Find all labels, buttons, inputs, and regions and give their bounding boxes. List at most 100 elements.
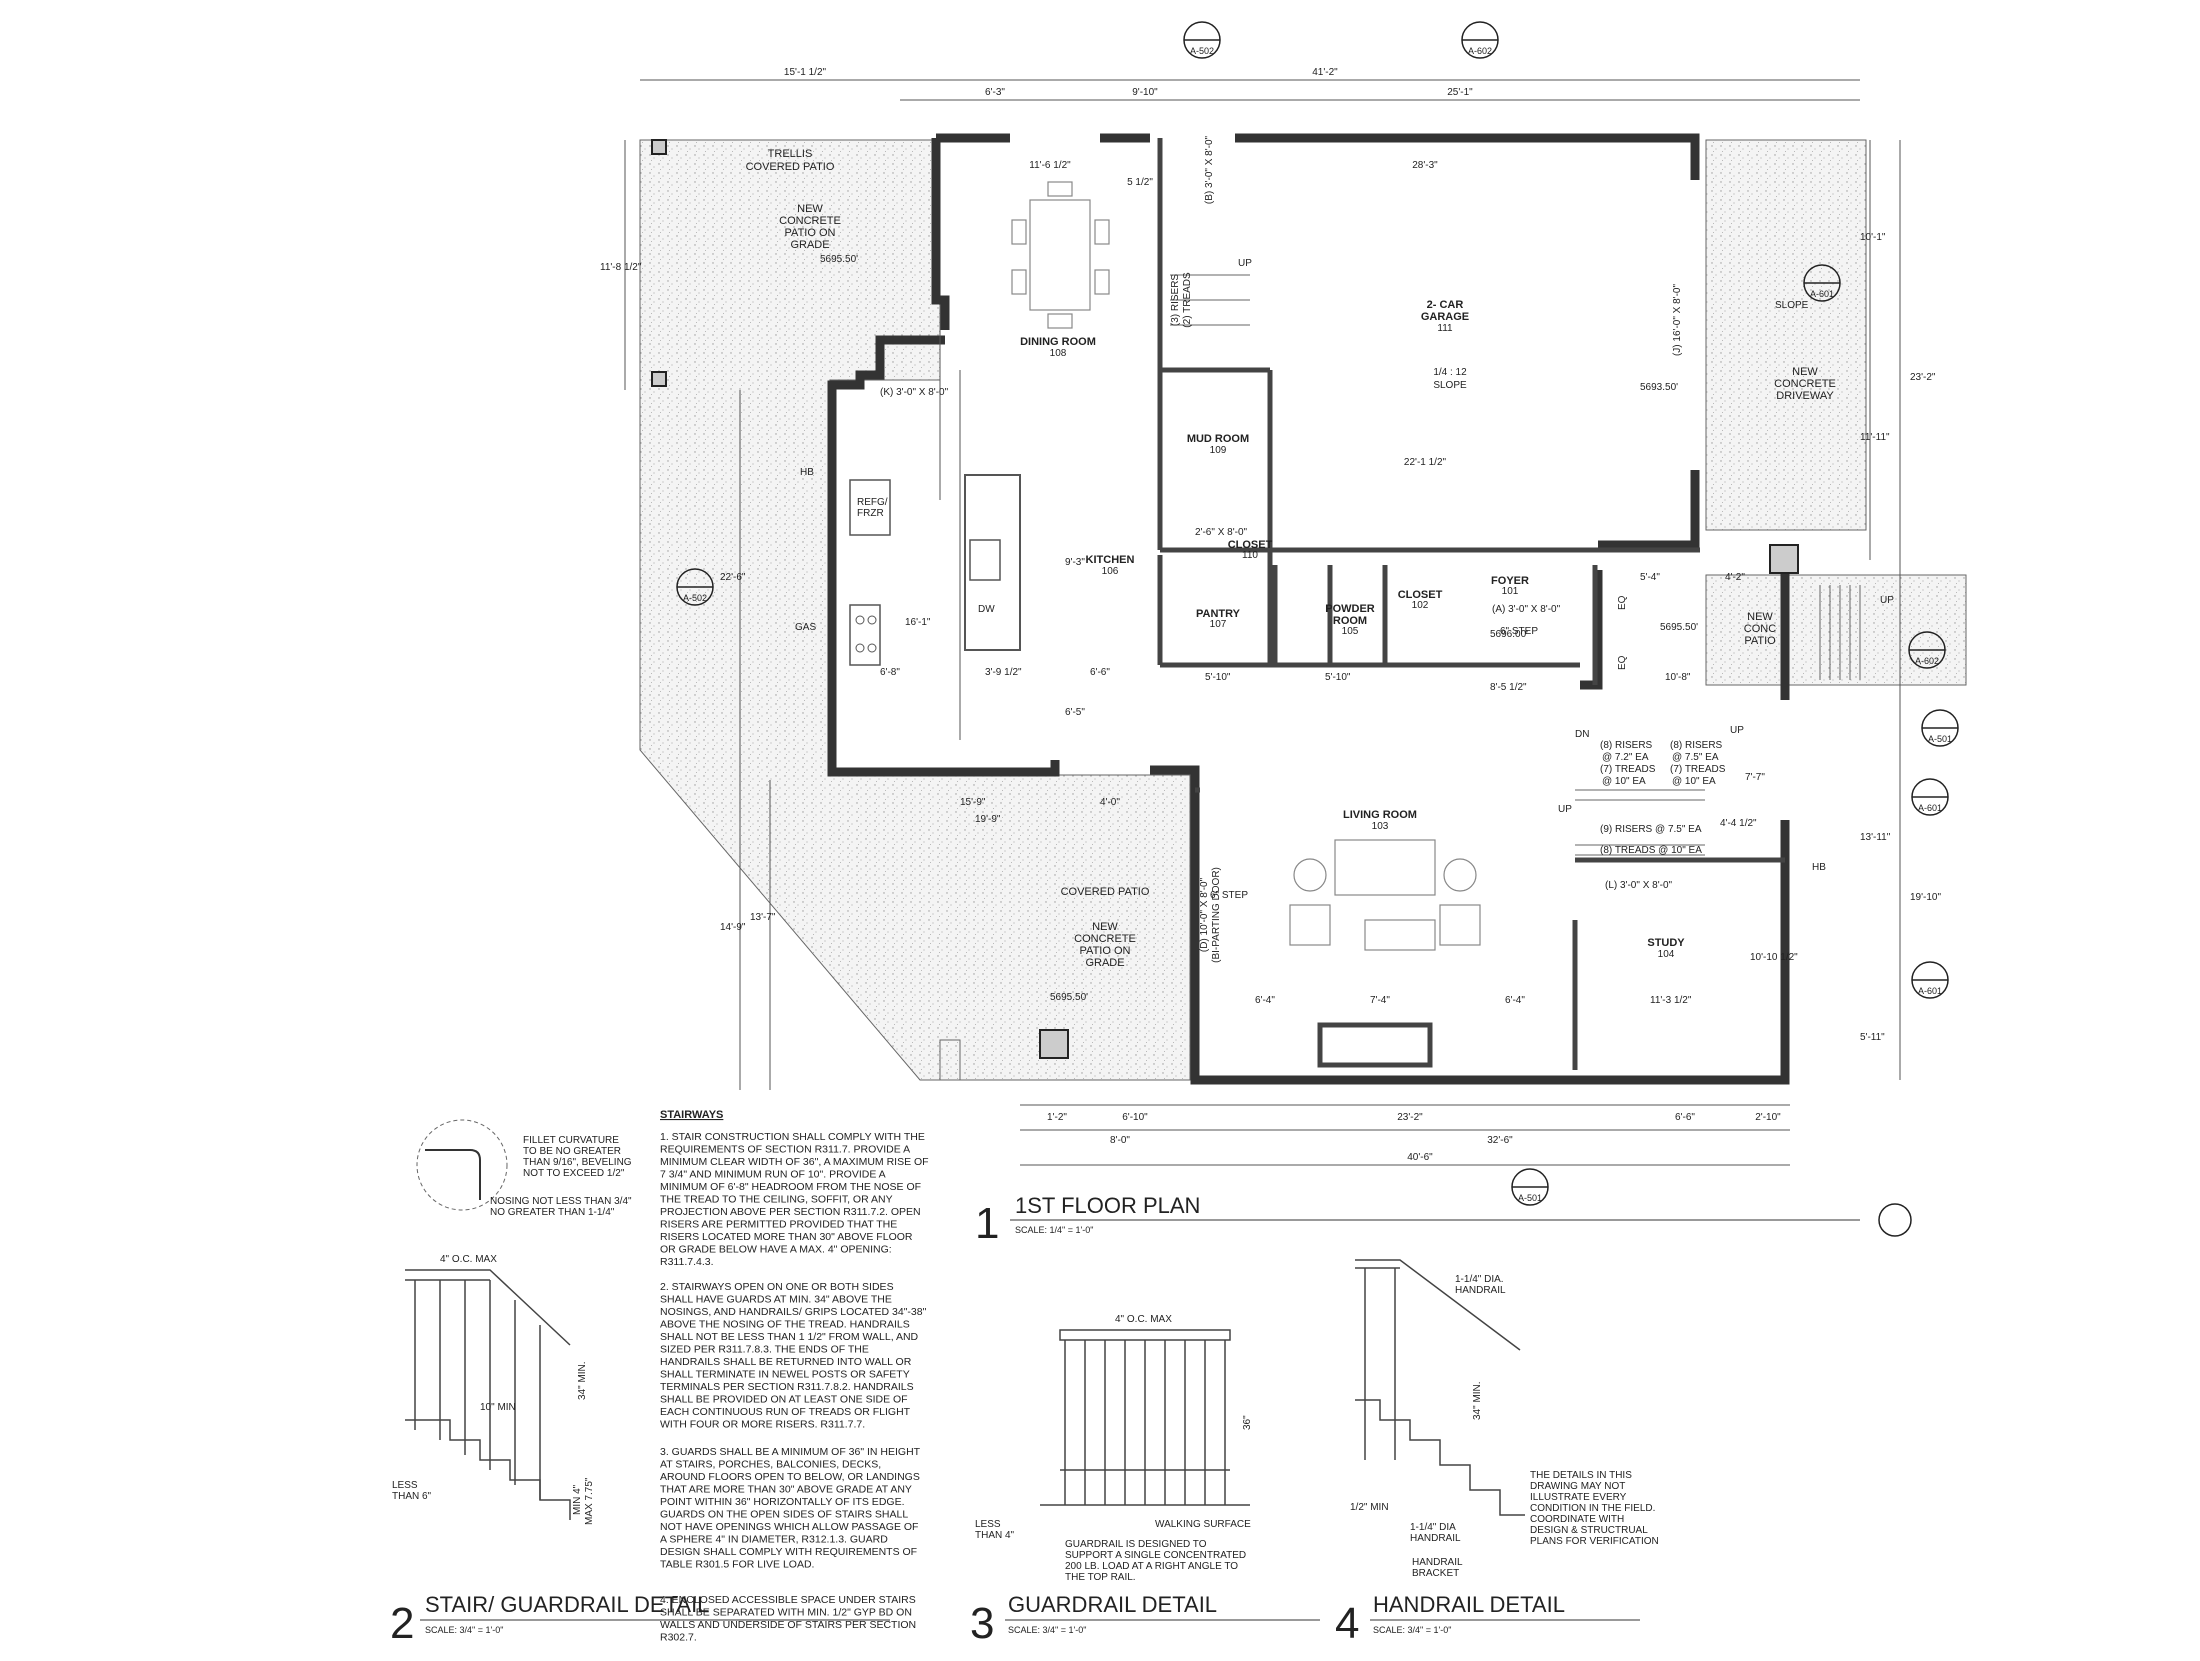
note-line: PROJECTION ABOVE PER SECTION R311.7.2. O… [660, 1206, 921, 1218]
hb-label-1: HB [800, 467, 814, 478]
stair-r3: (9) RISERS @ 7.5" EA [1600, 824, 1702, 835]
trellis-1: TRELLIS [768, 148, 813, 160]
svg-text:NOSING NOT LESS THAN 3/4": NOSING NOT LESS THAN 3/4" [490, 1196, 632, 1207]
svg-text:HANDRAIL DETAIL: HANDRAIL DETAIL [1373, 1592, 1565, 1617]
room-foyer: FOYER [1491, 575, 1529, 587]
room-garage-no: 111 [1437, 323, 1453, 334]
note-line: 1. STAIR CONSTRUCTION SHALL COMPLY WITH … [660, 1131, 925, 1143]
dim-top-mid: 41'-2" [1312, 67, 1338, 78]
svg-text:THE DETAILS IN THIS: THE DETAILS IN THIS [1530, 1470, 1632, 1481]
dim-top-a: 6'-3" [985, 87, 1005, 98]
patio-new-1: NEW [797, 203, 823, 215]
note-line: SHALL BE PROVIDED ON AT LEAST ONE SIDE O… [660, 1394, 908, 1406]
svg-text:HANDRAIL: HANDRAIL [1455, 1285, 1506, 1296]
conc-1: NEW [1747, 611, 1773, 623]
garage-slope: 1/4 : 12 [1433, 367, 1467, 378]
trellis-2: COVERED PATIO [746, 161, 835, 173]
svg-text:DRAWING MAY NOT: DRAWING MAY NOT [1530, 1481, 1625, 1492]
dimension-lines [624, 79, 1901, 1166]
dining-table [1011, 181, 1110, 329]
note-line: TERMINALS PER SECTION R311.7.8.2. HANDRA… [660, 1381, 914, 1393]
svg-text:LESS: LESS [975, 1519, 1001, 1530]
room-mud-no: 109 [1210, 445, 1227, 456]
svg-text:4" O.C. MAX: 4" O.C. MAX [1115, 1314, 1172, 1325]
svg-text:HANDRAIL: HANDRAIL [1412, 1557, 1463, 1568]
ref-left-1: A-502 [683, 593, 707, 603]
room-living-no: 103 [1372, 821, 1389, 832]
ref-right-3: A-501 [1928, 734, 1952, 744]
svg-text:GUARDRAIL DETAIL: GUARDRAIL DETAIL [1008, 1592, 1217, 1617]
door-mud: 2'-6" X 8'-0" [1195, 527, 1248, 538]
svg-text:10" MIN: 10" MIN [480, 1402, 516, 1413]
dim-right-a: 10'-1" [1860, 232, 1886, 243]
note-line: EACH CONTINUOUS RUN OF TREADS OR FLIGHT [660, 1406, 911, 1418]
ref-right-5: A-601 [1918, 986, 1942, 996]
stairways-p3: 3. GUARDS SHALL BE A MINIMUM OF 36" IN H… [660, 1446, 921, 1571]
dim-k2: 6'-8" [880, 667, 900, 678]
eq-label-2: EQ [1617, 655, 1628, 670]
dim-f6: 5'-10" [1325, 672, 1351, 683]
dim-f1: 5'-4" [1640, 572, 1660, 583]
svg-text:1-1/4" DIA: 1-1/4" DIA [1410, 1522, 1456, 1533]
room-pantry: PANTRY [1196, 608, 1241, 620]
dim-bot-a: 1'-2" [1047, 1112, 1067, 1123]
note-line: 7 3/4" AND MINIMUM RUN OF 10". PROVIDE A [660, 1169, 886, 1181]
dim-st2: 10'-10 1/2" [1750, 952, 1798, 963]
refg-2: FRZR [857, 508, 884, 519]
svg-text:THAN 6": THAN 6" [392, 1491, 432, 1502]
eq-label-1: EQ [1617, 595, 1628, 610]
elev-covered: 5695.50' [1050, 992, 1088, 1003]
dim-f3: 10'-8" [1665, 672, 1691, 683]
dim-st1: 11'-3 1/2" [1650, 995, 1692, 1006]
detail-3: 4" O.C. MAX 36" WALKING SURFACE LESS THA… [970, 1314, 1320, 1648]
dim-k5: 9'-3" [1065, 557, 1085, 568]
svg-text:34" MIN.: 34" MIN. [577, 1361, 588, 1400]
elev-conc: 5695.50' [1660, 622, 1698, 633]
svg-text:3: 3 [970, 1599, 994, 1648]
svg-text:TO BE NO GREATER: TO BE NO GREATER [523, 1146, 621, 1157]
stair-r1b: @ 7.2" EA [1602, 752, 1649, 763]
refrigerator [849, 479, 891, 536]
stair-t1b: @ 10" EA [1602, 776, 1646, 787]
svg-text:NO GREATER THAN 1-1/4": NO GREATER THAN 1-1/4" [490, 1207, 615, 1218]
dim-right-c: 11'-11" [1860, 432, 1890, 443]
dim-bot-total: 40'-6" [1407, 1152, 1433, 1163]
note-line: WALLS AND UNDERSIDE OF STAIRS PER SECTIO… [660, 1619, 916, 1631]
note-line: HANDRAILS SHALL BE RETURNED INTO WALL OR [660, 1356, 912, 1368]
stairways-p4: 4. ENCLOSED ACCESSIBLE SPACE UNDER STAIR… [660, 1594, 916, 1644]
interior-walls [1157, 138, 1785, 1070]
elev-foyer: 5696.00' [1490, 629, 1528, 640]
section-markers [676, 21, 1959, 1237]
plan-title-text: 1ST FLOOR PLAN [1015, 1193, 1200, 1218]
room-powder-2: ROOM [1333, 615, 1367, 627]
note-line: GUARDS ON THE OPEN SIDES OF STAIRS SHALL [660, 1509, 908, 1521]
room-mud: MUD ROOM [1187, 433, 1249, 445]
svg-text:GUARDRAIL IS DESIGNED TO: GUARDRAIL IS DESIGNED TO [1065, 1539, 1207, 1550]
ref-right-1: A-601 [1810, 289, 1834, 299]
svg-text:THAN 4": THAN 4" [975, 1530, 1015, 1541]
covered-patio: COVERED PATIO [1061, 886, 1150, 898]
stair-r2b: @ 7.5" EA [1672, 752, 1719, 763]
svg-text:ILLUSTRATE EVERY: ILLUSTRATE EVERY [1530, 1492, 1627, 1503]
elev-garage: 5693.50' [1640, 382, 1678, 393]
svg-text:THE TOP RAIL.: THE TOP RAIL. [1065, 1572, 1136, 1583]
dim-top-b: 9'-10" [1132, 87, 1158, 98]
room-pantry-no: 107 [1210, 619, 1227, 630]
room-closet102-no: 102 [1412, 600, 1429, 611]
note-line: THE TREAD TO THE CEILING, SOFFIT, OR ANY [660, 1194, 893, 1206]
svg-text:STAIRWAYS: STAIRWAYS [660, 1109, 723, 1121]
stair-r1: (8) RISERS [1600, 740, 1653, 751]
svg-text:SCALE: 3/4" = 1'-0": SCALE: 3/4" = 1'-0" [1373, 1625, 1451, 1635]
room-powder-1: POWDER [1325, 603, 1375, 615]
dim-dining-w: 11'-6 1/2" [1029, 160, 1071, 171]
svg-text:SCALE: 3/4" = 1'-0": SCALE: 3/4" = 1'-0" [425, 1625, 503, 1635]
ref-bot-1: A-501 [1518, 1193, 1542, 1203]
svg-text:STAIR/ GUARDRAIL DETAIL: STAIR/ GUARDRAIL DETAIL [425, 1592, 709, 1617]
dim-garage-w: 28'-3" [1412, 160, 1438, 171]
garage-stair [1170, 274, 1250, 326]
dim-bot-c: 23'-2" [1397, 1112, 1423, 1123]
refg-1: REFG/ [857, 497, 888, 508]
driveway-hatch [1705, 139, 1867, 531]
dim-bot-b: 6'-10" [1122, 1112, 1148, 1123]
room-study: STUDY [1647, 937, 1685, 949]
